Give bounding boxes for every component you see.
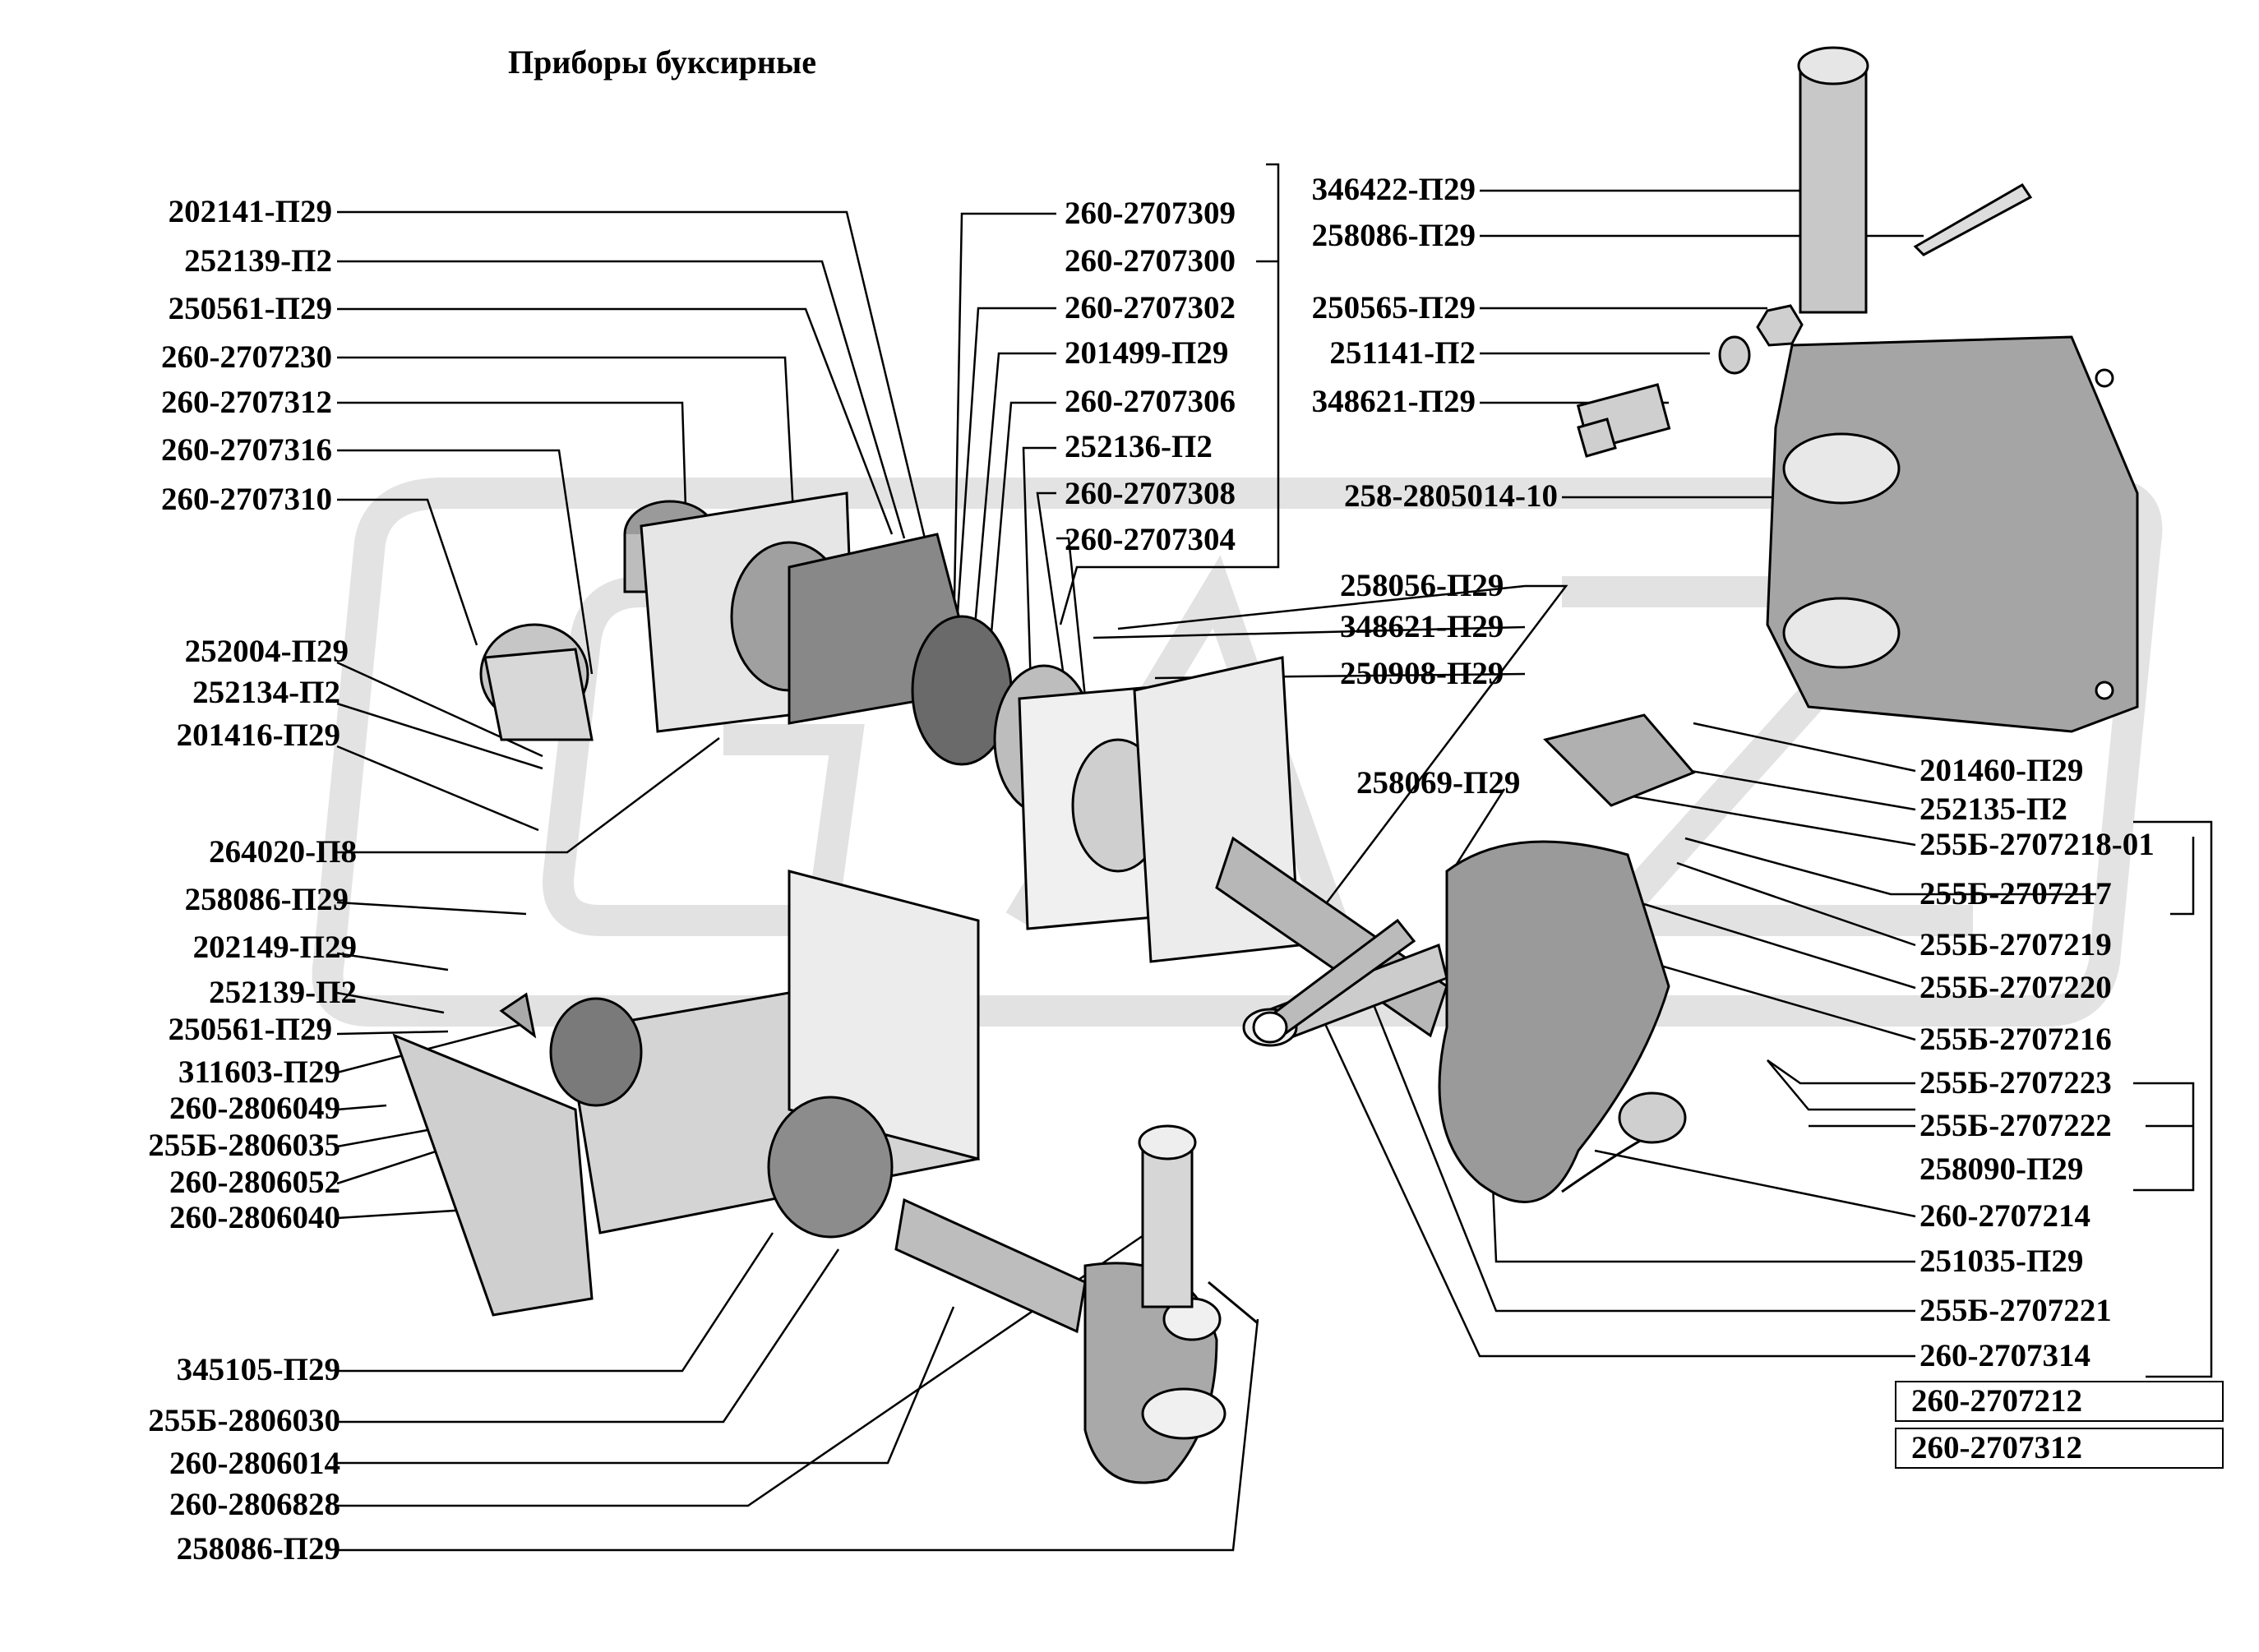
part-label: 255Б-2707217 [1919,876,2112,911]
part-label: 252139-П2 [184,243,332,279]
part-label: 258-2805014-10 [1344,478,1558,514]
part-label: 255Б-2707216 [1919,1022,2112,1057]
part-label: 258086-П29 [176,1531,340,1567]
part-label: 255Б-2707221 [1919,1293,2112,1328]
part-label: 250561-П29 [168,1012,332,1047]
hitch-bracket [1766,335,2139,733]
part-label-boxed: 260-2707212 [1895,1381,2224,1422]
part-label: 348621-П29 [1340,609,1504,644]
part-label: 201499-П29 [1065,335,1229,371]
part-label: 201416-П29 [176,718,340,753]
part-label: 264020-П8 [209,834,357,870]
part-label: 260-2806014 [169,1446,340,1481]
part-label: 258090-П29 [1919,1151,2084,1187]
part-label: 255Б-2806035 [148,1128,340,1163]
part-label: 260-2806052 [169,1165,340,1200]
lower-beam [392,870,980,1317]
part-label: 260-2707306 [1065,384,1236,419]
part-label: 260-2707214 [1919,1198,2090,1234]
page-title: Приборы буксирные [508,44,816,81]
part-label: 255Б-2707220 [1919,970,2112,1005]
part-label: 260-2707302 [1065,290,1236,325]
part-label: 260-2806040 [169,1200,340,1235]
part-label: 252134-П2 [192,675,340,710]
part-label: 258086-П29 [1311,218,1476,253]
part-label: 255Б-2707222 [1919,1108,2112,1143]
part-label: 345105-П29 [176,1352,340,1387]
part-label: 260-2707316 [161,432,332,468]
part-label: 311603-П29 [178,1054,340,1090]
part-label: 260-2707309 [1065,196,1236,231]
part-label-boxed: 260-2707312 [1895,1428,2224,1469]
part-label: 252136-П2 [1065,429,1213,464]
part-label: 258069-П29 [1356,765,1521,801]
part-label: 260-2707312 [161,385,332,420]
long-bolt [1252,918,1416,1044]
part-label: 260-2707310 [161,482,332,517]
part-label: 258086-П29 [184,882,349,917]
part-label: 258056-П29 [1340,568,1504,603]
part-label: 255Б-2707219 [1919,927,2112,962]
part-label: 260-2707304 [1065,522,1236,557]
part-label: 202149-П29 [192,930,357,965]
part-label: 252004-П29 [184,634,349,669]
part-label: 260-2707308 [1065,476,1236,511]
lower-tow-eye [894,1124,1259,1484]
part-label: 252135-П2 [1919,791,2067,827]
small-fasteners-top [1576,304,1804,458]
part-label: 260-2707300 [1065,243,1236,279]
part-label: 255Б-2806030 [148,1403,340,1438]
part-label: 348621-П29 [1311,384,1476,419]
part-label: 201460-П29 [1919,753,2084,788]
part-label: 251035-П29 [1919,1244,2084,1279]
part-label: 260-2707230 [161,339,332,375]
part-label: 255Б-2707223 [1919,1065,2112,1101]
part-label: 250565-П29 [1311,290,1476,325]
top-pin [1797,46,2033,314]
part-label: 255Б-2707218-01 [1919,827,2155,862]
part-label: 252139-П2 [209,975,357,1010]
part-label: 202141-П29 [168,194,332,229]
part-label: 346422-П29 [1311,172,1476,207]
part-label: 260-2806049 [169,1091,340,1126]
spring-assembly [479,491,1300,963]
part-label: 251141-П2 [1329,335,1476,371]
part-label: 250908-П29 [1340,656,1504,691]
part-label: 250561-П29 [168,291,332,326]
part-label: 260-2707314 [1919,1338,2090,1373]
part-label: 260-2806828 [169,1487,340,1522]
